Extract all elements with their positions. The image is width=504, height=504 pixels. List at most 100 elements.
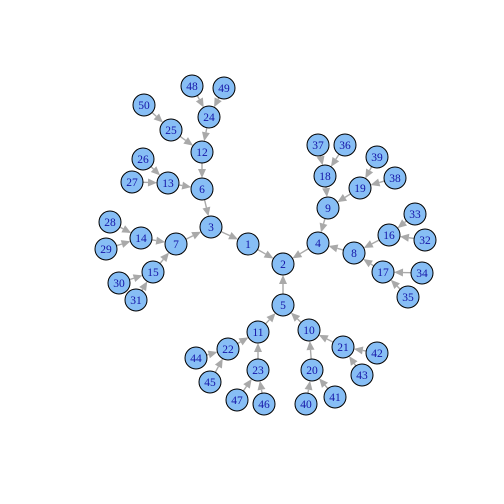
- edge-28-14: [119, 225, 132, 233]
- node-label: 30: [113, 278, 125, 290]
- node-46: 46: [252, 392, 276, 416]
- node-label: 19: [354, 183, 366, 195]
- node-8: 8: [342, 241, 366, 265]
- node-6: 6: [190, 177, 214, 201]
- node-45: 45: [198, 370, 222, 394]
- edge-40-20: [304, 380, 313, 394]
- arrowhead-icon: [306, 340, 315, 351]
- node-circle: [225, 388, 249, 412]
- arrowhead-icon: [198, 169, 206, 178]
- edge-line: [296, 318, 302, 323]
- node-label: 9: [325, 203, 331, 215]
- edge-21-10: [318, 334, 334, 343]
- node-label: 29: [100, 244, 112, 256]
- node-16: 16: [377, 223, 401, 247]
- node-circle: [350, 363, 374, 387]
- edge-23-11: [254, 343, 262, 359]
- edge-line: [129, 277, 135, 281]
- node-circle: [120, 170, 144, 194]
- node-circle: [246, 320, 270, 344]
- node-label: 46: [258, 399, 270, 411]
- arrowhead-icon: [292, 250, 303, 259]
- node-circle: [323, 385, 347, 409]
- node-circle: [333, 133, 357, 157]
- edge-line: [119, 226, 124, 230]
- node-49: 49: [212, 76, 236, 100]
- arrowhead-icon: [132, 274, 143, 282]
- node-label: 20: [306, 365, 318, 377]
- node-9: 9: [316, 196, 340, 220]
- edge-line: [151, 239, 157, 242]
- edge-47-23: [242, 379, 252, 392]
- edge-41-20: [319, 378, 329, 390]
- node-circle: [159, 118, 183, 142]
- node-label: 47: [231, 395, 243, 407]
- node-label: 28: [104, 217, 116, 229]
- node-circle: [199, 215, 223, 239]
- edge-line: [150, 166, 155, 170]
- node-label: 22: [222, 344, 234, 356]
- node-circle: [371, 260, 395, 284]
- node-circle: [331, 335, 355, 359]
- node-circle: [348, 176, 372, 200]
- arrowhead-icon: [319, 222, 328, 233]
- arrowhead-icon: [238, 337, 249, 346]
- node-circle: [271, 293, 295, 317]
- node-circle: [132, 93, 156, 117]
- edge-line: [264, 319, 270, 325]
- node-32: 32: [413, 228, 437, 252]
- node-label: 12: [196, 147, 208, 159]
- edge-line: [408, 237, 415, 240]
- arrowhead-icon: [121, 225, 132, 233]
- node-29: 29: [94, 237, 118, 261]
- arrowhead-icon: [330, 157, 340, 167]
- arrowhead-icon: [153, 113, 163, 123]
- node-circle: [190, 140, 214, 164]
- node-23: 23: [246, 358, 270, 382]
- node-circle: [197, 105, 221, 129]
- node-22: 22: [216, 337, 240, 361]
- node-circle: [141, 260, 165, 284]
- edge-45-22: [214, 358, 223, 373]
- node-circle: [396, 285, 420, 309]
- edge-line: [326, 338, 334, 343]
- node-circle: [383, 166, 407, 190]
- node-circle: [180, 74, 204, 98]
- node-21: 21: [331, 335, 355, 359]
- node-label: 32: [419, 235, 431, 247]
- edge-22-11: [237, 337, 249, 346]
- edge-18-9: [322, 186, 331, 198]
- edge-line: [344, 193, 352, 198]
- arrowhead-icon: [181, 181, 192, 190]
- arrowhead-icon: [266, 313, 276, 323]
- node-circle: [184, 346, 208, 370]
- arrowhead-icon: [319, 378, 329, 388]
- node-circle: [365, 145, 389, 169]
- arrowhead-icon: [365, 168, 374, 179]
- node-label: 23: [252, 365, 264, 377]
- node-label: 11: [252, 327, 263, 339]
- edge-line: [369, 166, 373, 171]
- node-label: 39: [371, 152, 383, 164]
- node-17: 17: [371, 260, 395, 284]
- node-label: 25: [165, 125, 177, 137]
- node-circle: [131, 147, 155, 171]
- node-42: 42: [365, 341, 389, 365]
- node-circle: [129, 226, 153, 250]
- node-circle: [216, 337, 240, 361]
- node-label: 5: [280, 300, 286, 312]
- node-44: 44: [184, 346, 208, 370]
- node-circle: [164, 232, 188, 256]
- edge-46-23: [257, 380, 266, 394]
- edge-43-21: [349, 356, 358, 367]
- edge-6-3: [202, 199, 211, 217]
- node-label: 10: [303, 325, 315, 337]
- edge-line: [196, 95, 200, 100]
- node-15: 15: [141, 260, 165, 284]
- node-circle: [246, 358, 270, 382]
- node-label: 6: [199, 184, 205, 196]
- edge-11-5: [264, 313, 276, 325]
- arrowhead-icon: [139, 281, 148, 292]
- edge-line: [151, 111, 157, 117]
- node-label: 49: [218, 83, 230, 95]
